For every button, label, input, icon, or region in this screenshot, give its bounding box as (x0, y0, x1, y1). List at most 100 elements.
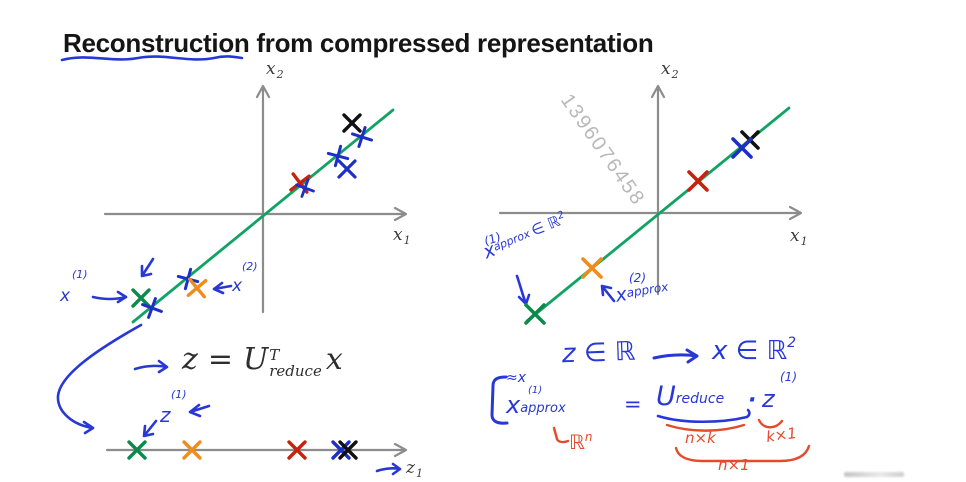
arrow-to-formula (133, 359, 169, 374)
arrow-to-xapprox2-point (600, 284, 616, 303)
formula-u: U (242, 342, 269, 377)
left-bracket-ink (490, 375, 509, 425)
note-approx-sup: (1) (528, 385, 543, 396)
underline-ureduce-ink (656, 408, 751, 424)
annotation-x2-base: x (232, 276, 243, 296)
lhs-sub: approx (520, 401, 566, 416)
left-projection-line (131, 108, 395, 324)
right-x-axis (498, 205, 803, 221)
axis-label-base: x (790, 226, 800, 246)
axis-label-sub: 1 (415, 467, 423, 480)
lhs-base: x (506, 391, 521, 419)
dim-nx1: n×1 (718, 456, 750, 474)
mark-blue-plus (326, 144, 350, 168)
right-y-axis-label: x2 (661, 59, 679, 81)
axis-label-sub: 2 (671, 68, 679, 81)
left-x-axis-label: x1 (393, 225, 411, 247)
mark-green-x (131, 288, 151, 308)
z-line-marks (127, 440, 358, 460)
left-y-axis (255, 84, 271, 314)
annotation-z1-sup: (1) (171, 388, 187, 401)
note-tilde-x: ≈x (506, 370, 527, 386)
arrow-to-x1-point (91, 290, 128, 304)
arrow-to-xapprox1-point (515, 274, 531, 306)
projection-formula: z = U T reduce x (182, 342, 343, 380)
arrow-z1-annotation (188, 403, 211, 418)
mark-green-x (127, 440, 147, 460)
mark-orange-x (186, 277, 208, 299)
arrow-down-left-green-x (140, 257, 155, 278)
u-base: U (656, 381, 676, 412)
annotation-x1-sup: (1) (72, 268, 88, 281)
mark-black-x (342, 113, 362, 133)
arrow-z-to-x (652, 348, 699, 364)
note-xapprox-lhs: xapprox (506, 391, 566, 419)
dim-rn: ℝn (569, 430, 592, 454)
left-y-axis-label: x2 (266, 59, 284, 81)
arrow-z-axis-label (375, 462, 402, 476)
x-in-r2-sup: 2 (787, 335, 797, 351)
formula-reduce-sub: reduce (269, 361, 322, 380)
underbrace-nx1 (674, 444, 811, 463)
arrow-down-left-z-green-x (142, 419, 158, 438)
mark-blue-x (337, 159, 357, 179)
axis-label-base: x (661, 59, 671, 79)
rn-sup: n (584, 430, 593, 444)
note-z-in-r: z ∈ ℝ (561, 336, 636, 370)
axis-label-base: z (406, 458, 415, 478)
u-sub: reduce (675, 391, 725, 407)
note-dot: · (748, 388, 757, 413)
title-underline-ink (60, 55, 244, 62)
note-x-in-r2: x ∈ ℝ2 (712, 335, 796, 366)
formula-transpose: T (269, 346, 280, 364)
mark-green-x (524, 303, 546, 325)
mark-orange-x (581, 257, 603, 279)
axis-label-sub: 1 (403, 234, 411, 247)
axis-label-sub: 2 (276, 68, 284, 81)
annotation-z1-base: z (160, 403, 171, 427)
left-x-axis (103, 206, 408, 222)
mark-blue-plus (350, 125, 374, 149)
z-number-line (105, 442, 408, 458)
mark-blue-plus (141, 297, 163, 319)
curved-arrow-to-z-line (56, 323, 143, 435)
note-equals: = (624, 392, 642, 416)
page-title: Reconstruction from compressed represent… (63, 28, 654, 58)
mark-blue-plus (295, 178, 315, 198)
axis-label-base: x (393, 225, 403, 245)
axis-label-base: x (266, 59, 276, 79)
corner-mark-rn (552, 426, 570, 444)
note-z-sup: (1) (780, 370, 797, 384)
underbrace-kx1 (757, 418, 784, 429)
mark-orange-x (182, 440, 202, 460)
mark-red-x (687, 170, 709, 192)
right-y-axis (650, 84, 666, 296)
z-axis-label: z1 (406, 458, 423, 480)
right-x-axis-label: x1 (790, 226, 808, 248)
formula-scripts: T reduce (269, 346, 322, 380)
faint-signature (844, 472, 904, 477)
x-in-r2-base: x ∈ ℝ (712, 336, 788, 366)
axis-label-sub: 1 (800, 235, 808, 248)
left-plot-marks (131, 113, 374, 319)
arrow-to-x2-point (212, 281, 233, 295)
annotation-x1-base: x (60, 286, 71, 306)
rn-base: ℝ (569, 430, 585, 454)
underbrace-nxk (665, 423, 746, 432)
xapprox2-sub: approx (625, 279, 670, 301)
mark-red-x (287, 440, 307, 460)
annotation-x2-sup: (2) (242, 260, 258, 273)
formula-x: x (325, 342, 343, 377)
mark-blue-x (731, 137, 753, 159)
dim-nxk: n×k (685, 429, 716, 447)
mark-blue-plus (176, 267, 200, 291)
formula-z: z (182, 342, 198, 377)
formula-equals: = (207, 342, 233, 377)
right-plot-marks (524, 130, 760, 325)
annotation-xapprox2-sup: (2) (629, 271, 646, 285)
note-z-base: z (762, 385, 775, 413)
note-ureduce: Ureduce (656, 381, 724, 412)
mark-black-x (338, 440, 358, 460)
